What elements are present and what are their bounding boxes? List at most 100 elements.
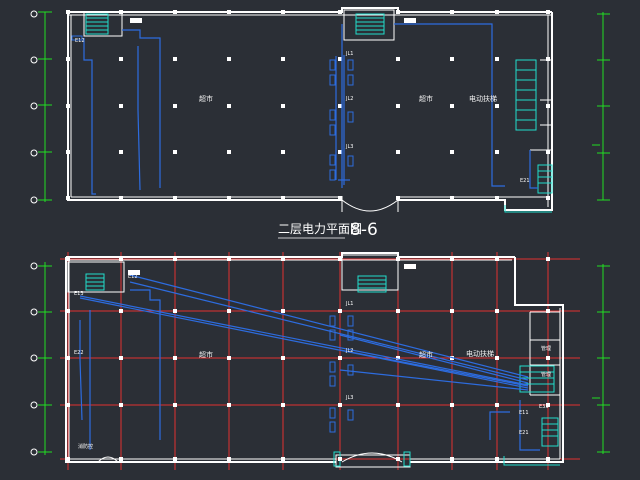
- lower-floor-plan: 超市 超市 电动扶梯 管理 管理 消防控 E12 E13 E22 JL1 JL2…: [30, 252, 610, 470]
- column: [66, 356, 70, 360]
- lower-panel-e22: E22: [74, 350, 84, 356]
- upper-stairs: [85, 13, 553, 213]
- lower-panels: [128, 264, 416, 433]
- title-text: 二层电力平面图: [278, 222, 362, 236]
- column: [495, 196, 499, 200]
- upper-panel-jl3: JL3: [345, 144, 353, 150]
- upper-room-label-1: 超市: [199, 94, 213, 103]
- column: [396, 150, 400, 154]
- column: [495, 57, 499, 61]
- column: [396, 196, 400, 200]
- column: [396, 403, 400, 407]
- column: [546, 10, 550, 14]
- column: [119, 104, 123, 108]
- column: [173, 309, 177, 313]
- column: [338, 10, 342, 14]
- lower-left-dimension: [38, 262, 52, 455]
- column: [450, 150, 454, 154]
- column: [173, 356, 177, 360]
- column: [546, 57, 550, 61]
- column: [338, 257, 342, 261]
- column: [495, 257, 499, 261]
- column: [281, 57, 285, 61]
- column: [227, 104, 231, 108]
- column: [66, 10, 70, 14]
- column: [450, 10, 454, 14]
- column: [281, 196, 285, 200]
- column: [450, 196, 454, 200]
- column: [119, 196, 123, 200]
- column: [281, 104, 285, 108]
- column: [173, 10, 177, 14]
- column: [119, 309, 123, 313]
- column: [227, 403, 231, 407]
- column: [119, 150, 123, 154]
- column: [66, 150, 70, 154]
- column: [173, 57, 177, 61]
- column: [119, 10, 123, 14]
- drawing-title: 二层电力平面图 8-6: [278, 220, 378, 240]
- upper-panel-e12: E12: [75, 38, 85, 44]
- lower-red-grid: [60, 252, 580, 470]
- column: [173, 257, 177, 261]
- column: [173, 150, 177, 154]
- column: [338, 309, 342, 313]
- upper-columns: [66, 10, 550, 200]
- upper-axis-bubbles: [30, 10, 38, 204]
- lower-panel-e13: E13: [74, 291, 84, 297]
- upper-left-dimension: [38, 11, 52, 202]
- column: [338, 403, 342, 407]
- column: [66, 257, 70, 261]
- column: [546, 309, 550, 313]
- column: [546, 104, 550, 108]
- column: [227, 57, 231, 61]
- column: [495, 10, 499, 14]
- column: [119, 403, 123, 407]
- lower-room-label-6: 消防控: [78, 443, 93, 450]
- lower-panel-jl3: JL3: [345, 395, 353, 401]
- column: [450, 104, 454, 108]
- title-number: 8-6: [350, 220, 378, 240]
- column: [546, 356, 550, 360]
- column: [173, 403, 177, 407]
- column: [281, 403, 285, 407]
- upper-panels: [71, 18, 416, 181]
- column: [396, 104, 400, 108]
- column: [66, 196, 70, 200]
- upper-room-label-3: 电动扶梯: [469, 94, 497, 103]
- column: [281, 257, 285, 261]
- column: [119, 457, 123, 461]
- column: [546, 403, 550, 407]
- column: [495, 356, 499, 360]
- column: [173, 196, 177, 200]
- column: [396, 57, 400, 61]
- column: [281, 10, 285, 14]
- column: [173, 104, 177, 108]
- column: [338, 150, 342, 154]
- column: [450, 257, 454, 261]
- column: [281, 150, 285, 154]
- lower-room-label-4: 管理: [541, 345, 551, 352]
- lower-room-label-1: 超市: [199, 350, 213, 359]
- lower-wiring: [79, 274, 540, 451]
- column: [173, 457, 177, 461]
- lower-entrance: [97, 452, 411, 468]
- column: [119, 356, 123, 360]
- column: [546, 457, 550, 461]
- upper-right-dimension: [592, 12, 610, 201]
- column: [281, 356, 285, 360]
- lower-room-label-5: 管理: [541, 371, 551, 378]
- lower-panel-e12: E12: [128, 274, 138, 280]
- column: [66, 309, 70, 313]
- column: [227, 10, 231, 14]
- column: [338, 196, 342, 200]
- column: [338, 57, 342, 61]
- lower-panel-e21: E21: [519, 430, 529, 436]
- lower-walls: [65, 252, 564, 463]
- column: [546, 196, 550, 200]
- lower-room-label-3: 电动扶梯: [466, 349, 494, 358]
- lower-panel-e11: E11: [519, 410, 529, 416]
- upper-panel-e21: E21: [520, 178, 530, 184]
- column: [495, 457, 499, 461]
